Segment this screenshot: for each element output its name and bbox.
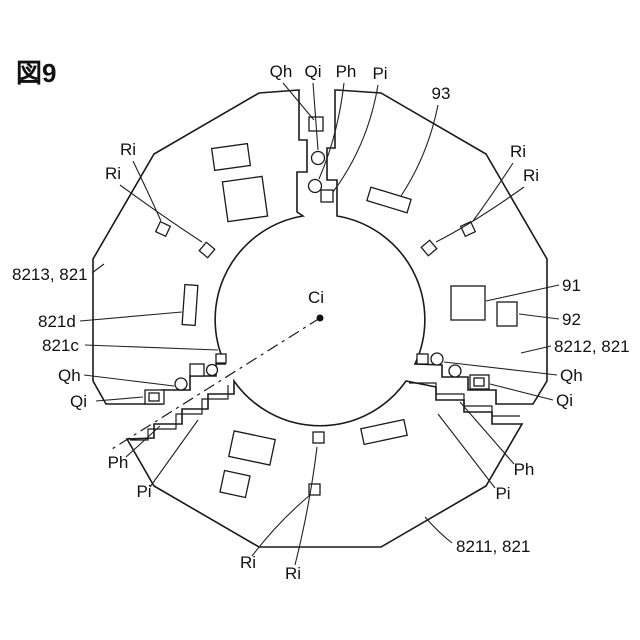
leader-821c: [84, 344, 219, 351]
leader-ph-bottom-right: [459, 401, 515, 465]
center-point: [316, 314, 324, 322]
label-821d: 821d: [38, 312, 76, 331]
label-ph-top: Ph: [336, 62, 357, 81]
label-qi-left: Qi: [70, 392, 87, 411]
stator-ring: [92, 89, 548, 548]
terminal-qi-left-inner: [148, 392, 160, 402]
label-pi-bottom-right: Pi: [495, 484, 510, 503]
terminal-left-top: [215, 353, 227, 364]
right-gap-step-strip: [409, 382, 520, 417]
pad-91: [450, 285, 486, 321]
label-ri-left-1: Ri: [120, 140, 136, 159]
label-ri-bottom-2: Ri: [285, 564, 301, 583]
label-pi-top: Pi: [372, 64, 387, 83]
label-93: 93: [432, 84, 451, 103]
label-ri-bottom-1: Ri: [240, 553, 256, 572]
hole-left-small: [205, 363, 219, 377]
hole-right-mid: [448, 364, 462, 378]
label-8213: 8213, 821: [12, 265, 88, 284]
terminal-right-small: [416, 353, 429, 365]
leader-lines: [79, 82, 560, 566]
segment-8211-bottom: [125, 378, 524, 548]
label-ph-bottom-left: Ph: [108, 453, 129, 472]
section-centerline: [111, 317, 321, 450]
label-ri-right-1: Ri: [510, 142, 526, 161]
leader-ri-left-2: [119, 184, 203, 243]
labels: 図9 Qh Qi Ph Pi 93 Ri Ri Ri Ri 8213, 821 …: [12, 58, 630, 583]
leader-ri-right-1: [472, 162, 514, 222]
leader-ri-bottom-1: [251, 494, 311, 557]
label-qi-top: Qi: [305, 62, 322, 81]
leader-ph-top: [318, 82, 345, 180]
label-92: 92: [562, 310, 581, 329]
label-qh-left: Qh: [58, 366, 81, 385]
leader-qi-right: [489, 383, 554, 401]
leader-8211: [424, 516, 453, 544]
leader-8212: [520, 345, 552, 354]
pad-rect-bottom-right: [360, 418, 408, 446]
leader-qh-right: [443, 361, 558, 376]
leader-92: [518, 313, 560, 320]
pad-93: [366, 186, 412, 214]
leader-91: [485, 284, 560, 302]
leader-pi-bottom-left: [149, 419, 199, 488]
label-qi-right: Qi: [556, 391, 573, 410]
label-91: 91: [562, 276, 581, 295]
pad-rect-upper-left-small: [210, 142, 252, 172]
pad-rect-upper-left-large: [221, 175, 269, 223]
terminal-ri-bottom-1: [312, 431, 325, 444]
terminal-qi-right-inner: [473, 377, 485, 387]
hole-ph-top: [307, 178, 323, 194]
pad-rect-bottom-left-small: [219, 469, 251, 499]
leader-821d: [79, 311, 183, 322]
slot-821d: [181, 283, 199, 327]
terminal-ri-bottom-2: [308, 483, 321, 496]
pad-ri-right-1: [459, 220, 477, 238]
leader-qi-left: [95, 396, 144, 402]
hole-qh-right: [430, 352, 444, 366]
label-8211: 8211, 821: [456, 537, 530, 556]
leader-ph-bottom-left: [125, 425, 161, 458]
leader-qh-top: [282, 82, 315, 121]
pad-rect-bottom-left-large: [227, 430, 277, 466]
pad-ri-right-2: [420, 239, 438, 257]
pad-ri-left-1: [154, 220, 172, 238]
leader-ri-left-1: [132, 160, 162, 222]
label-821c: 821c: [42, 336, 79, 355]
pad-ri-left-2: [198, 241, 216, 259]
hole-qh-left: [174, 377, 188, 391]
label-ri-left-2: Ri: [105, 164, 121, 183]
terminal-left-mid: [189, 363, 205, 377]
label-ri-right-2: Ri: [523, 166, 539, 185]
leader-qi-top: [312, 82, 319, 151]
pad-92: [496, 301, 518, 327]
pads-and-holes: [144, 116, 518, 499]
label-center-ci: Ci: [308, 288, 324, 307]
label-8212: 8212, 821: [554, 337, 630, 356]
leader-ri-bottom-2: [294, 446, 318, 566]
figure-title: 図9: [16, 58, 56, 88]
leader-pi-top: [332, 84, 379, 193]
leader-8213: [91, 263, 105, 274]
label-qh-right: Qh: [560, 366, 583, 385]
center-group: [111, 314, 324, 450]
segment-8213-left: [92, 89, 308, 405]
leader-93: [400, 104, 439, 197]
leader-pi-bottom-right: [437, 413, 496, 489]
leader-qh-left: [83, 374, 175, 387]
hole-qi-top: [310, 150, 326, 166]
label-pi-bottom-left: Pi: [136, 482, 151, 501]
leader-ri-right-2: [435, 186, 525, 243]
segment-8212-right: [326, 89, 548, 405]
label-ph-bottom-right: Ph: [514, 460, 535, 479]
terminal-pi-top: [320, 189, 334, 203]
label-qh-top: Qh: [270, 62, 293, 81]
